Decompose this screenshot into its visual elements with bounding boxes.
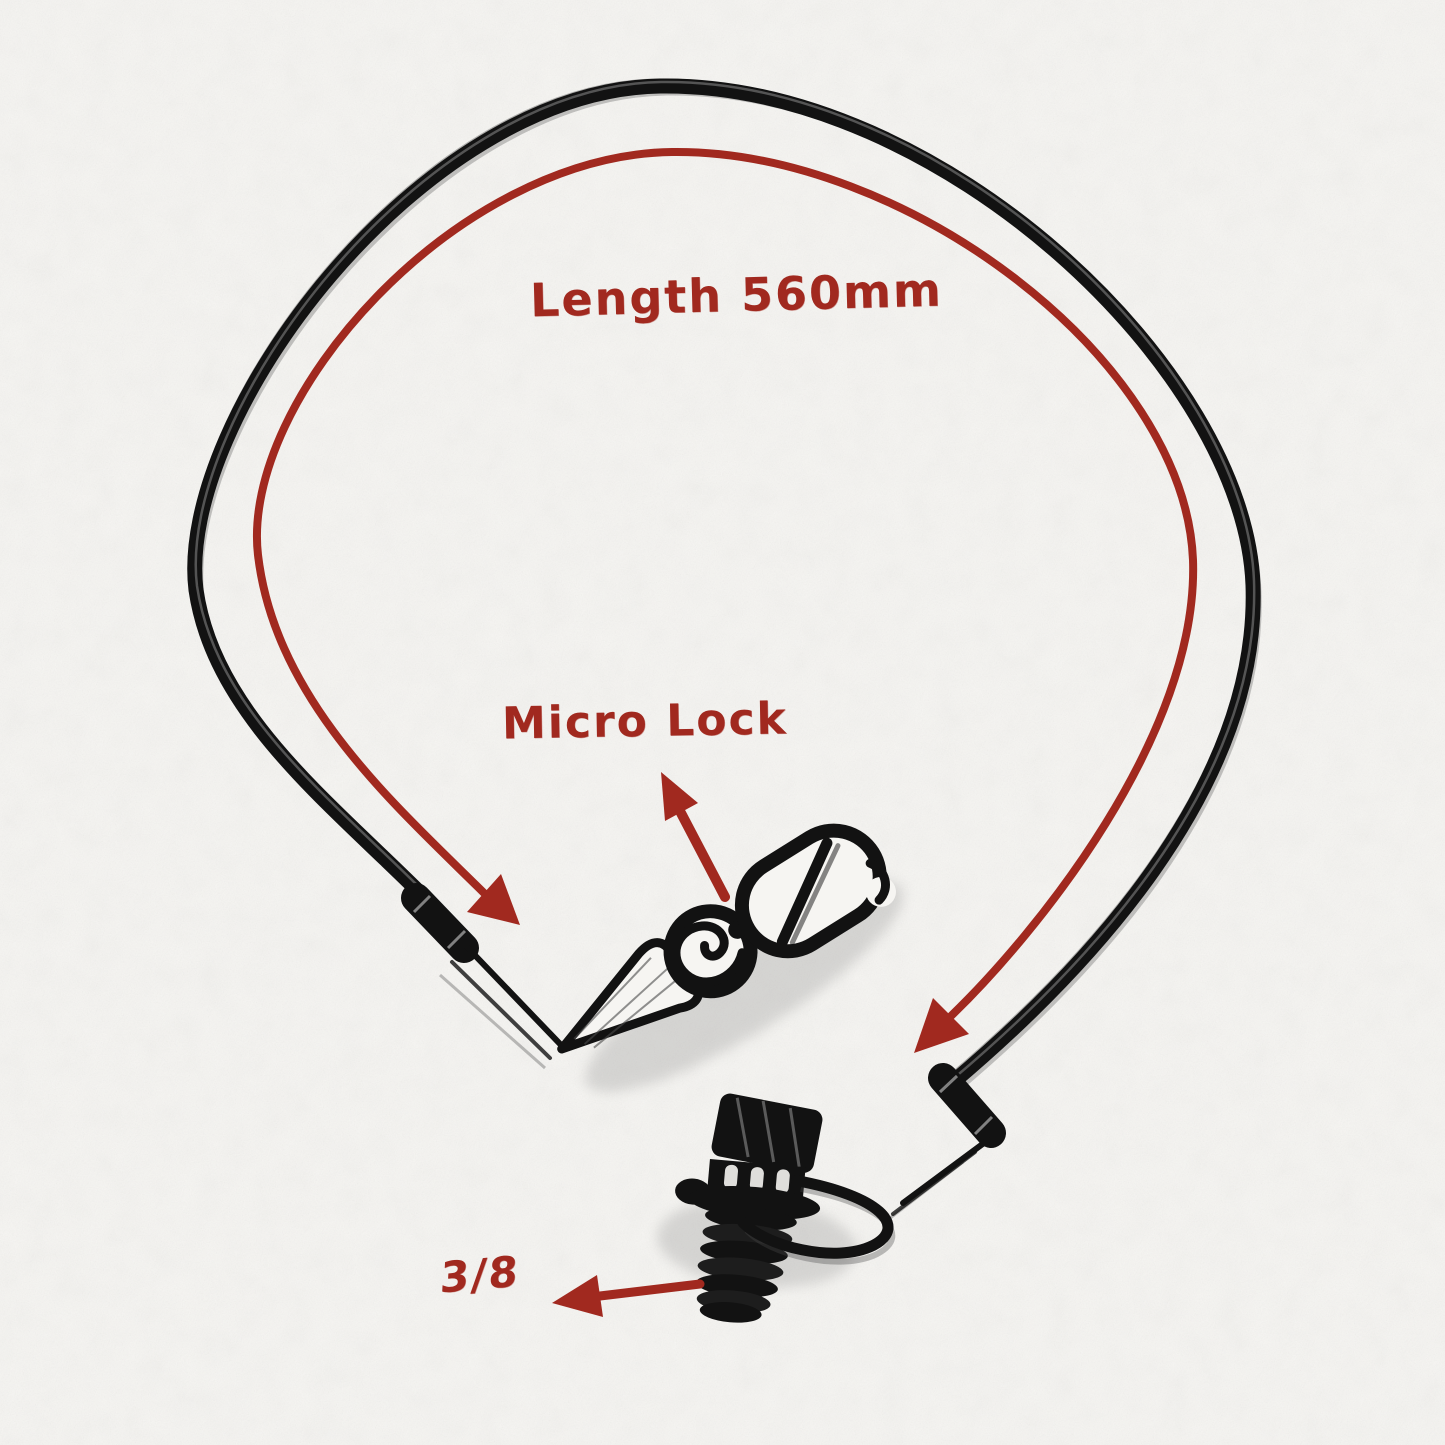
- swivel-spiral: [671, 921, 747, 987]
- micro-lock-clip: [557, 823, 904, 1093]
- thumb-screw: [657, 1093, 896, 1323]
- cable-loop: [187, 78, 1262, 1093]
- micro-lock-arrowhead: [661, 772, 698, 821]
- micro-lock-label: Micro Lock: [501, 693, 789, 750]
- thread-arrow: [552, 1275, 705, 1317]
- ferrule-left: [401, 883, 479, 963]
- length-arrowhead-right: [914, 998, 969, 1053]
- wire-left: [439, 943, 565, 1070]
- length-label: Length 560mm: [529, 262, 944, 328]
- thread-size-label: 3/8: [438, 1246, 521, 1303]
- wire-right: [884, 1137, 991, 1224]
- cable-sheen: [194, 80, 1256, 1080]
- thread-arrowhead: [552, 1275, 603, 1317]
- length-arrowhead-left: [467, 874, 520, 925]
- length-arrow-curve: [252, 147, 1198, 1020]
- hook-gate: [776, 837, 833, 948]
- length-arrow: [252, 147, 1198, 1053]
- hook-tip: [865, 858, 890, 905]
- cable-path: [187, 78, 1261, 1091]
- screw-cap: [711, 1093, 823, 1173]
- screw-wire-loop: [737, 1175, 896, 1265]
- micro-lock-arrow: [661, 772, 730, 902]
- ferrule-right: [928, 1063, 1006, 1148]
- snap-hook: [734, 823, 896, 959]
